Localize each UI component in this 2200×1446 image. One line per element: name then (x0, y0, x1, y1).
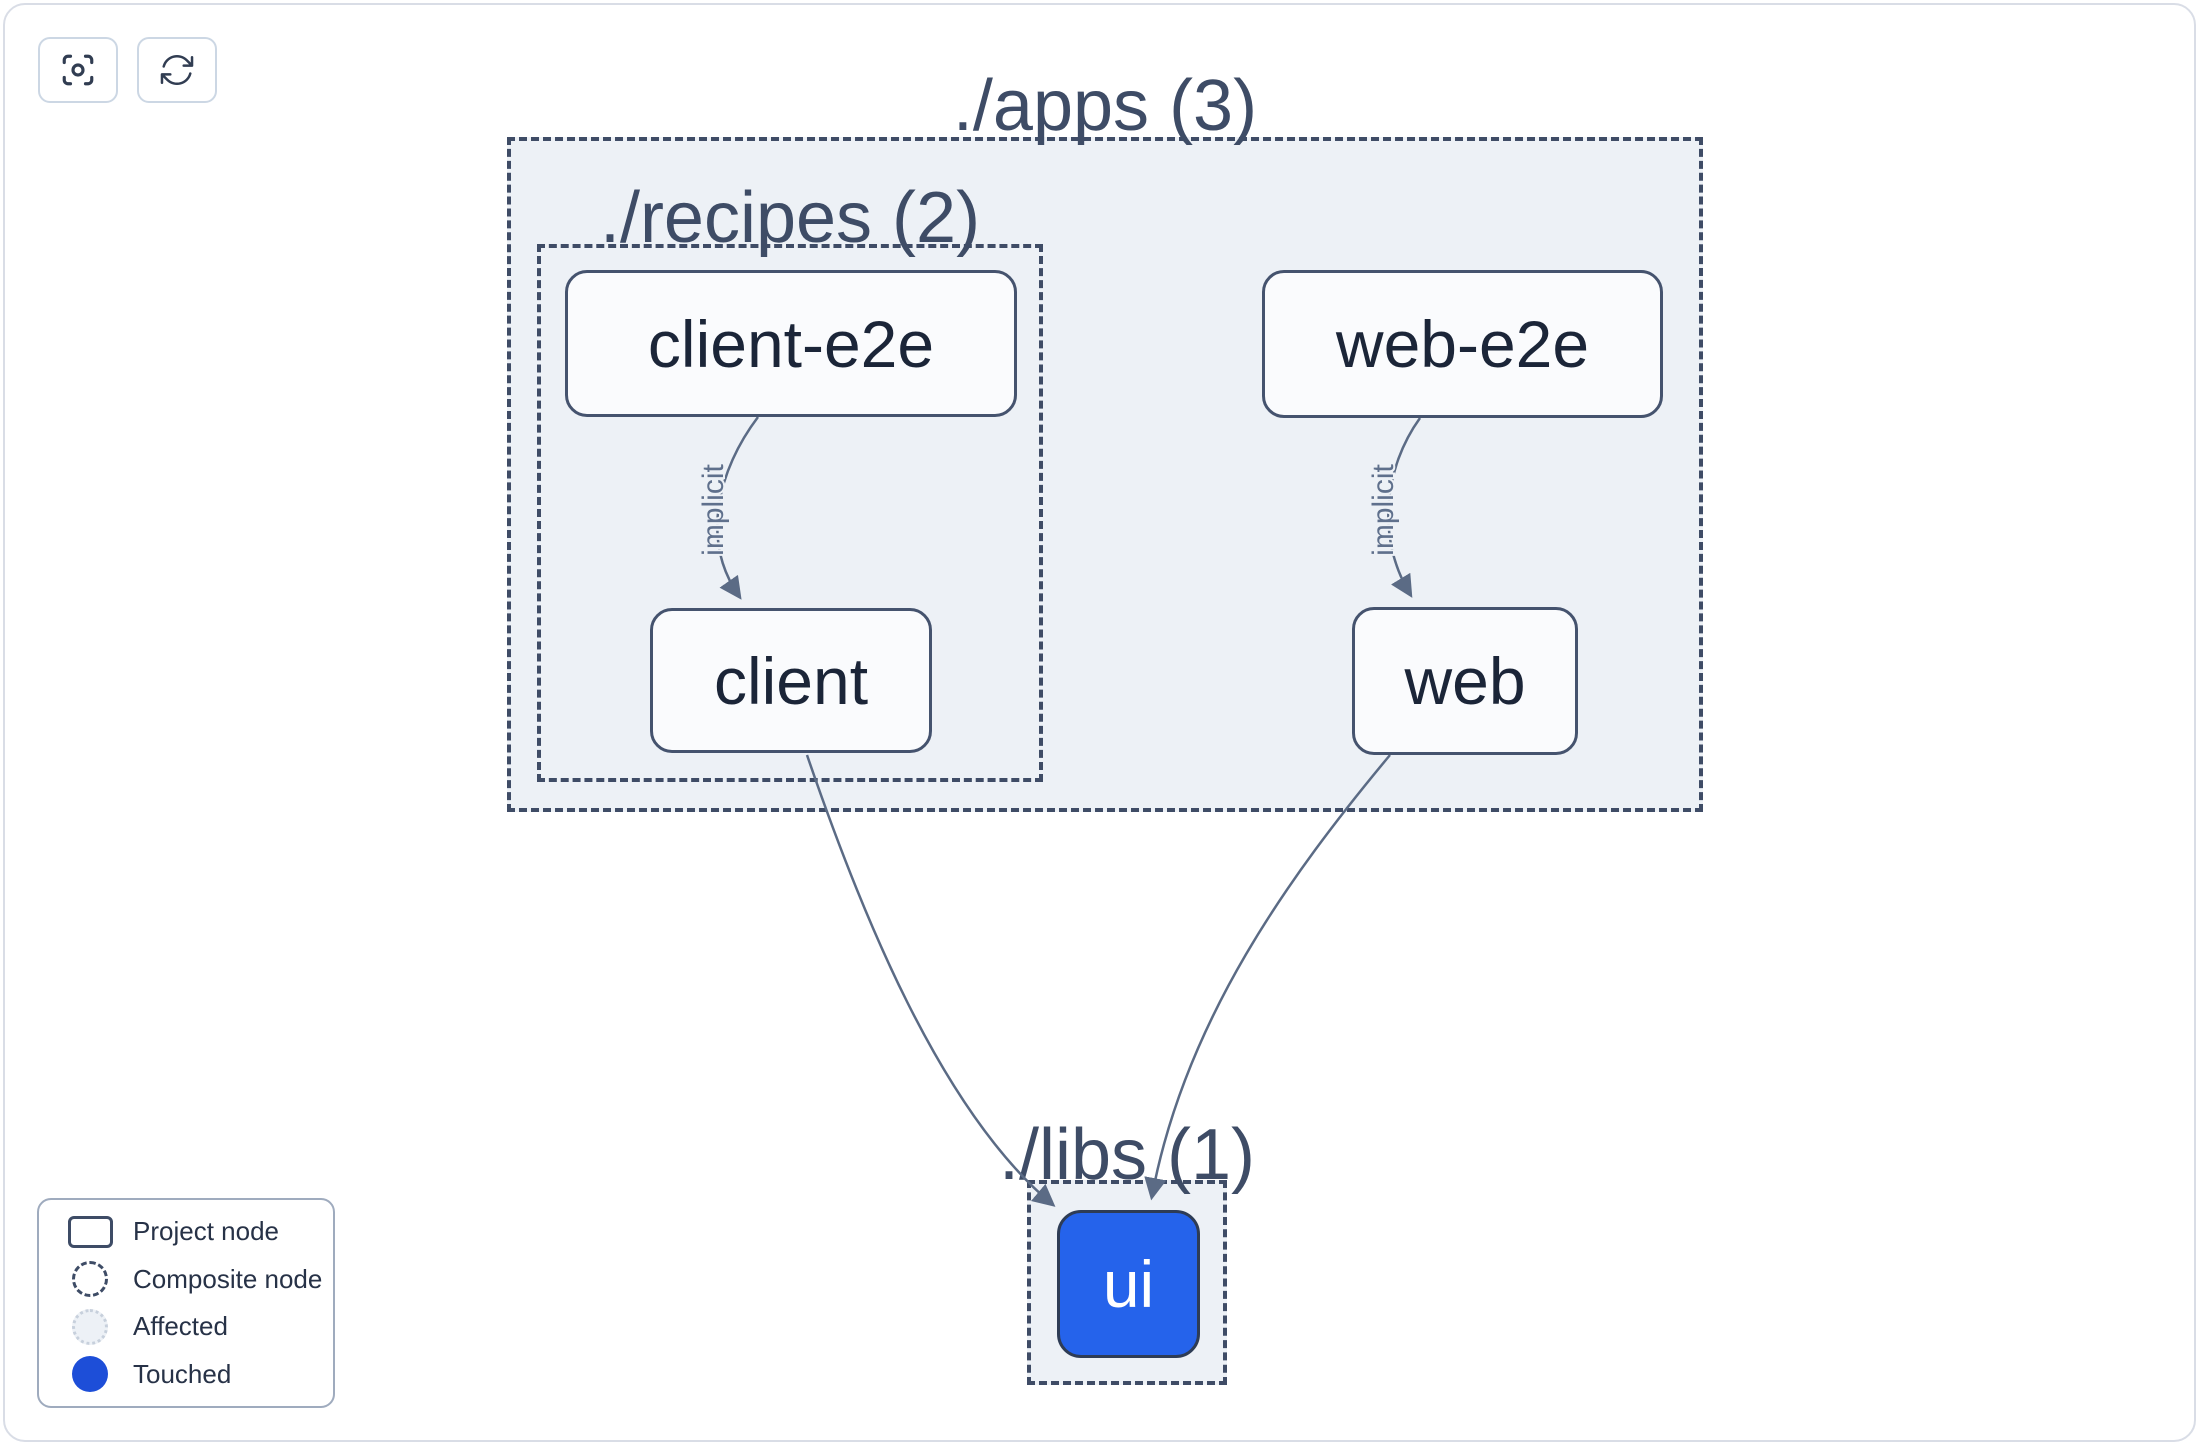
legend-panel: Project node Composite node Affected Tou… (37, 1198, 335, 1408)
focus-button[interactable] (38, 37, 118, 103)
viewfinder-icon (58, 50, 98, 90)
legend-label: Composite node (133, 1263, 323, 1294)
node-client-e2e[interactable]: client-e2e (565, 270, 1017, 417)
group-title-libs: ./libs (1) (998, 1115, 1256, 1195)
affected-swatch-icon (59, 1308, 121, 1345)
legend-label: Project node (133, 1216, 279, 1247)
group-title-recipes: ./recipes (2) (599, 178, 981, 258)
composite-node-swatch-icon (59, 1261, 121, 1298)
group-title-apps: ./apps (3) (952, 66, 1258, 146)
touched-swatch-icon (59, 1356, 121, 1393)
legend-item-project-node: Project node (39, 1210, 333, 1254)
node-client[interactable]: client (650, 608, 932, 753)
legend-item-composite-node: Composite node (39, 1257, 333, 1301)
node-web-e2e[interactable]: web-e2e (1262, 270, 1663, 418)
project-node-swatch-icon (59, 1215, 121, 1248)
legend-item-affected: Affected (39, 1305, 333, 1349)
node-web[interactable]: web (1352, 607, 1578, 755)
legend-item-touched: Touched (39, 1352, 333, 1396)
node-ui[interactable]: ui (1057, 1210, 1200, 1358)
refresh-icon (157, 50, 197, 90)
legend-label: Touched (133, 1358, 232, 1389)
refresh-button[interactable] (137, 37, 217, 103)
legend-label: Affected (133, 1311, 228, 1342)
